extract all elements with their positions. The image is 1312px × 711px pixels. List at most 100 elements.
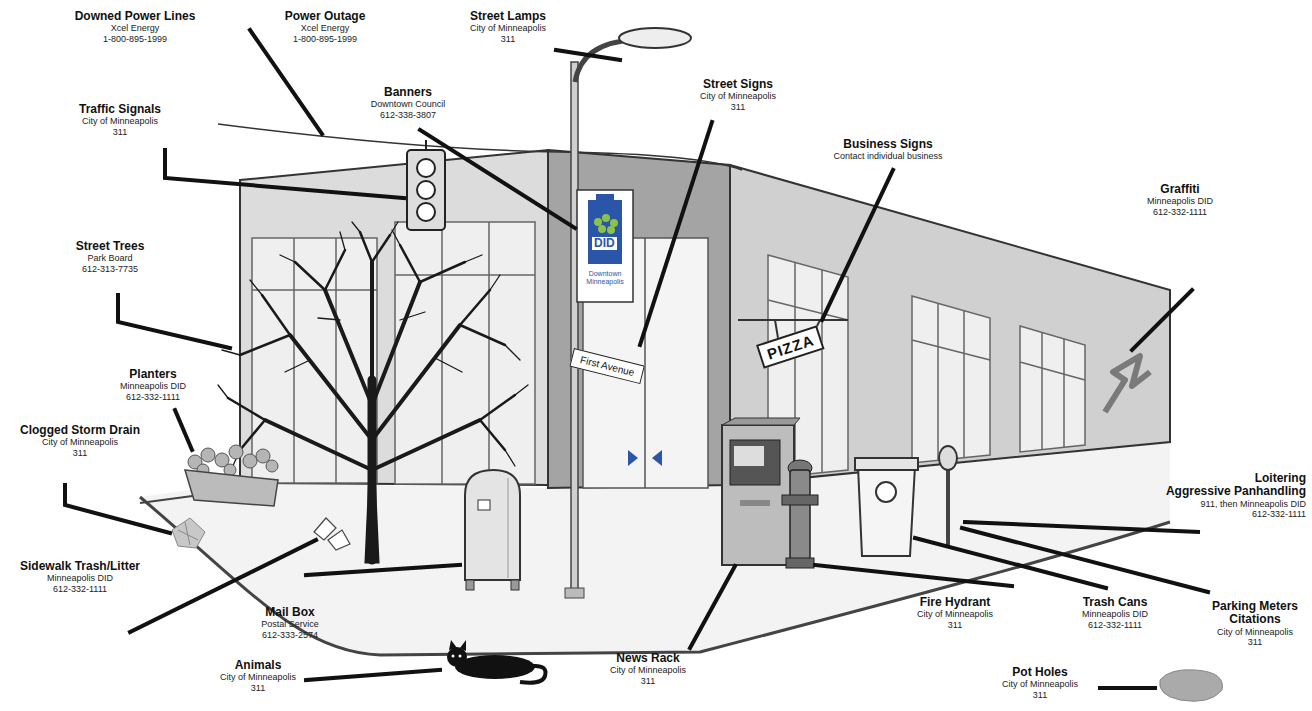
callout-text: 311 (610, 676, 686, 686)
callout-text: Park Board (76, 253, 145, 263)
callout-text: Minneapolis DID (20, 573, 140, 583)
callout-heading: Planters (120, 368, 186, 381)
leader-lines (65, 30, 1208, 688)
callout-text: City of Minneapolis (1212, 627, 1298, 637)
building-wall (240, 150, 548, 485)
callout-text: 612-332-1111 (120, 392, 186, 402)
callout: Clogged Storm DrainCity of Minneapolis31… (20, 424, 140, 458)
callout: Trash CansMinneapolis DID612-332-1111 (1082, 596, 1148, 630)
callout-text: Xcel Energy (285, 23, 366, 33)
callout: Sidewalk Trash/LitterMinneapolis DID612-… (20, 560, 140, 594)
callout-heading: Downed Power Lines (75, 10, 196, 23)
callout-text: City of Minneapolis (79, 116, 161, 126)
callout-text: 612-332-1111 (1166, 509, 1306, 519)
callout-text: Minneapolis DID (1082, 609, 1148, 619)
callout-text: 311 (470, 34, 546, 44)
callout-heading: Street Lamps (470, 10, 546, 23)
callout-heading: Banners (371, 86, 446, 99)
trash-can (855, 458, 918, 556)
callout-text: 311 (1002, 690, 1078, 700)
power-line (218, 124, 742, 170)
banner (577, 190, 633, 302)
callout-heading: Sidewalk Trash/Litter (20, 560, 140, 573)
callout: News RackCity of Minneapolis311 (610, 652, 686, 686)
traffic-signal (407, 140, 445, 230)
planter (185, 445, 278, 506)
fire-hydrant (782, 460, 818, 568)
callout-heading: Business Signs (833, 138, 942, 151)
callout: Street TreesPark Board612-313-7735 (76, 240, 145, 274)
callout-text: City of Minneapolis (917, 609, 993, 619)
callout-text: City of Minneapolis (610, 665, 686, 675)
callout-text: Minneapolis DID (120, 381, 186, 391)
callout-text: City of Minneapolis (20, 437, 140, 447)
animal (447, 640, 546, 683)
callout-text: Contact individual business (833, 151, 942, 161)
callout-heading: Parking Meters (1212, 600, 1298, 613)
callout-text: City of Minneapolis (470, 23, 546, 33)
callout-text: 612-313-7735 (76, 264, 145, 274)
callout-text: 1-800-895-1999 (75, 34, 196, 44)
callout: Street SignsCity of Minneapolis311 (700, 78, 776, 112)
callout-text: 612-332-1111 (1147, 207, 1213, 217)
callout-heading: Aggressive Panhandling (1166, 485, 1306, 498)
graffiti (1105, 356, 1150, 412)
business-sign: PIZZA (756, 325, 825, 369)
callout: Downed Power LinesXcel Energy1-800-895-1… (75, 10, 196, 44)
callout: Street LampsCity of Minneapolis311 (470, 10, 546, 44)
callout-heading: Graffiti (1147, 183, 1213, 196)
callout-heading: Street Signs (700, 78, 776, 91)
building-wall (730, 165, 1170, 485)
callout-heading: Mail Box (261, 606, 319, 619)
callout-text: 311 (917, 620, 993, 630)
callout-text: City of Minneapolis (1002, 679, 1078, 689)
callout-heading: Animals (220, 659, 296, 672)
callout-heading: Trash Cans (1082, 596, 1148, 609)
callout-text: 311 (700, 102, 776, 112)
callout: PlantersMinneapolis DID612-332-1111 (120, 368, 186, 402)
callout: Fire HydrantCity of Minneapolis311 (917, 596, 993, 630)
mail-box (465, 470, 520, 590)
callout-text: 612-338-3807 (371, 110, 446, 120)
callout: Mail BoxPostal Service612-333-2574 (261, 606, 319, 640)
curb (140, 495, 200, 503)
callout-heading: Pot Holes (1002, 666, 1078, 679)
callout-heading: News Rack (610, 652, 686, 665)
callout-text: 311 (220, 683, 296, 693)
storm-drain (172, 518, 205, 548)
curb (140, 497, 1170, 655)
callout-text: 911, then Minneapolis DID (1166, 499, 1306, 509)
callout-text: 311 (20, 448, 140, 458)
callout-heading: Traffic Signals (79, 103, 161, 116)
callout-text: 612-332-1111 (1082, 620, 1148, 630)
callout: Business SignsContact individual busines… (833, 138, 942, 162)
callout-text: 1-800-895-1999 (285, 34, 366, 44)
callout: Traffic SignalsCity of Minneapolis311 (79, 103, 161, 137)
litter (314, 518, 350, 550)
callout-text: 612-332-1111 (20, 584, 140, 594)
callout: Power OutageXcel Energy1-800-895-1999 (285, 10, 366, 44)
callout: Parking MetersCitationsCity of Minneapol… (1212, 600, 1298, 647)
callout-heading: Street Trees (76, 240, 145, 253)
callout-heading: Loitering (1166, 472, 1306, 485)
news-rack (722, 418, 800, 565)
logo-text: DID (591, 236, 618, 251)
pothole (1160, 670, 1223, 702)
callout: LoiteringAggressive Panhandling911, then… (1166, 472, 1306, 519)
parking-meter (939, 446, 957, 545)
callout-text: 311 (1212, 637, 1298, 647)
callout-text: Minneapolis DID (1147, 196, 1213, 206)
street-lamp (565, 28, 691, 598)
callout-text: 612-333-2574 (261, 630, 319, 640)
callout-heading: Citations (1212, 613, 1298, 626)
callout: AnimalsCity of Minneapolis311 (220, 659, 296, 693)
callout-text: 311 (79, 127, 161, 137)
callout: BannersDowntown Council612-338-3807 (371, 86, 446, 120)
callout-text: City of Minneapolis (700, 91, 776, 101)
callout-text: Downtown Council (371, 99, 446, 109)
banner-text: Downtown Minneapolis (580, 270, 630, 286)
callout: Pot HolesCity of Minneapolis311 (1002, 666, 1078, 700)
callout: GraffitiMinneapolis DID612-332-1111 (1147, 183, 1213, 217)
callout-heading: Fire Hydrant (917, 596, 993, 609)
